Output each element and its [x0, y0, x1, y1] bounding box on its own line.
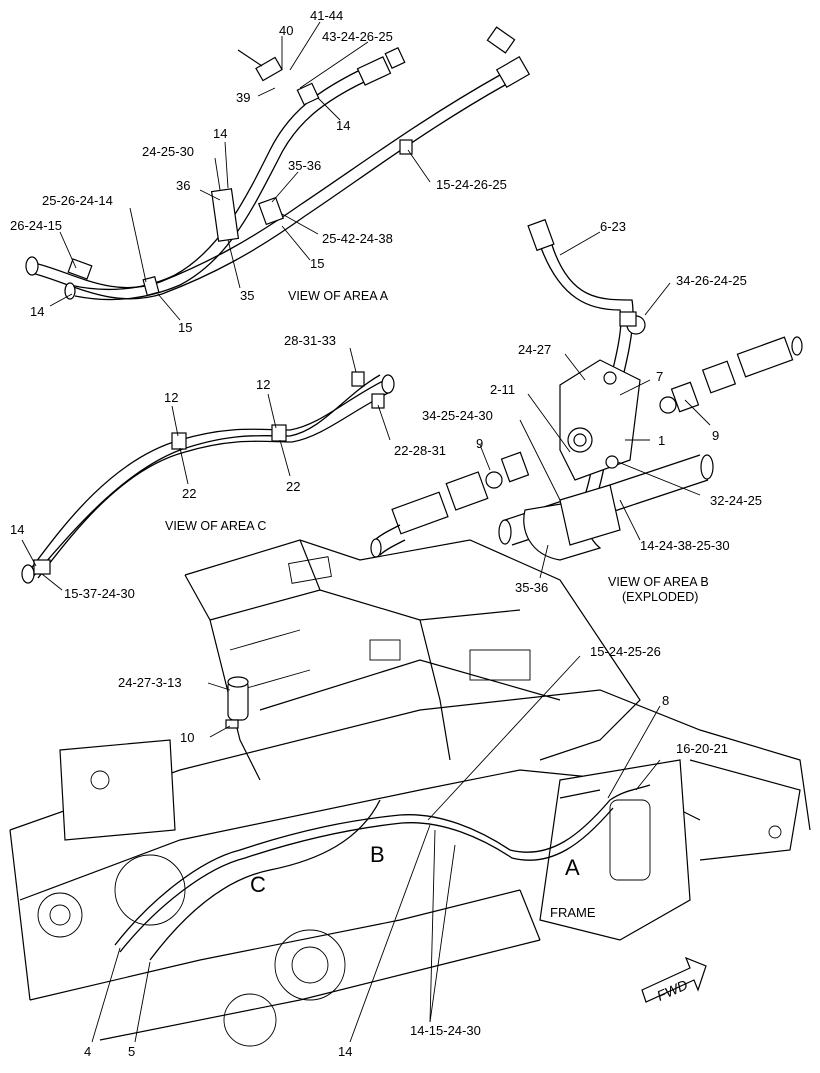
callout-28-31-33: 28-31-33 [284, 333, 336, 348]
callout-26-24-15: 26-24-15 [10, 218, 62, 233]
callout-14-left: 14 [30, 304, 44, 319]
callout-22-28-31: 22-28-31 [394, 443, 446, 458]
callout-2-11: 2-11 [490, 382, 515, 397]
frame-assembly [9, 539, 811, 1047]
area-marker-b: B [370, 842, 385, 867]
callout-14-mid: 14 [336, 118, 350, 133]
fwd-label: FWD [654, 976, 690, 1004]
callout-10: 10 [180, 730, 194, 745]
callout-15-24-26-25: 15-24-26-25 [436, 177, 507, 192]
frame-label: FRAME [550, 905, 596, 920]
callout-9-left: 9 [476, 436, 483, 451]
callout-15-37-24-30: 15-37-24-30 [64, 586, 135, 601]
callout-40: 40 [279, 23, 293, 38]
callout-41-44: 41-44 [310, 8, 343, 23]
callout-22-right: 22 [286, 479, 300, 494]
view-area-c [21, 371, 395, 584]
view-area-b-subtitle: (EXPLODED) [622, 590, 698, 604]
view-area-c-title: VIEW OF AREA C [165, 519, 266, 533]
area-marker-c: C [250, 872, 266, 897]
callout-22-left: 22 [182, 486, 196, 501]
callout-25-42-24-38: 25-42-24-38 [322, 231, 393, 246]
callout-36: 36 [176, 178, 190, 193]
callout-12-left: 12 [164, 390, 178, 405]
callout-35: 35 [240, 288, 254, 303]
callout-34-26-24-25: 34-26-24-25 [676, 273, 747, 288]
callout-24-27: 24-27 [518, 342, 551, 357]
view-area-b [370, 218, 803, 561]
fwd-arrow: FWD [641, 956, 707, 1004]
callout-24-27-3-13: 24-27-3-13 [118, 675, 182, 690]
callout-15-24-25-26: 15-24-25-26 [590, 644, 661, 659]
callout-15-bottom: 15 [178, 320, 192, 335]
view-area-a [25, 26, 531, 301]
callout-35-36-a: 35-36 [288, 158, 321, 173]
callout-1: 1 [658, 433, 665, 448]
view-area-b-title: VIEW OF AREA B [608, 575, 709, 589]
callout-9-right: 9 [712, 428, 719, 443]
labels-area-c: 28-31-33 12 12 22-28-31 22 22 VIEW OF AR… [10, 333, 446, 601]
callout-12-right: 12 [256, 377, 270, 392]
callout-4: 4 [84, 1044, 91, 1059]
callout-34-25-24-30: 34-25-24-30 [422, 408, 493, 423]
labels-area-b: 6-23 34-26-24-25 24-27 7 2-11 34-25-24-3… [422, 219, 762, 604]
callout-39: 39 [236, 90, 250, 105]
callout-14-top: 14 [213, 126, 227, 141]
callout-25-26-24-14: 25-26-24-14 [42, 193, 113, 208]
callout-32-24-25: 32-24-25 [710, 493, 762, 508]
callout-43-24-26-25: 43-24-26-25 [322, 29, 393, 44]
callout-14-main: 14 [338, 1044, 352, 1059]
callout-16-20-21: 16-20-21 [676, 741, 728, 756]
view-area-a-title: VIEW OF AREA A [288, 289, 389, 303]
callout-14-c: 14 [10, 522, 24, 537]
callout-7: 7 [656, 369, 663, 384]
callout-24-25-30: 24-25-30 [142, 144, 194, 159]
leader-lines [21, 21, 711, 1043]
callout-6-23: 6-23 [600, 219, 626, 234]
labels-main: 15-24-25-26 8 16-20-21 24-27-3-13 10 A B… [84, 644, 728, 1059]
callout-14-15-24-30: 14-15-24-30 [410, 1023, 481, 1038]
callout-8: 8 [662, 693, 669, 708]
callout-5: 5 [128, 1044, 135, 1059]
area-marker-a: A [565, 855, 580, 880]
callout-14-24-38-25-30: 14-24-38-25-30 [640, 538, 730, 553]
callout-15-right: 15 [310, 256, 324, 271]
labels-area-a: 40 41-44 43-24-26-25 39 14 14 24-25-30 3… [10, 8, 507, 335]
callout-35-36-b: 35-36 [515, 580, 548, 595]
